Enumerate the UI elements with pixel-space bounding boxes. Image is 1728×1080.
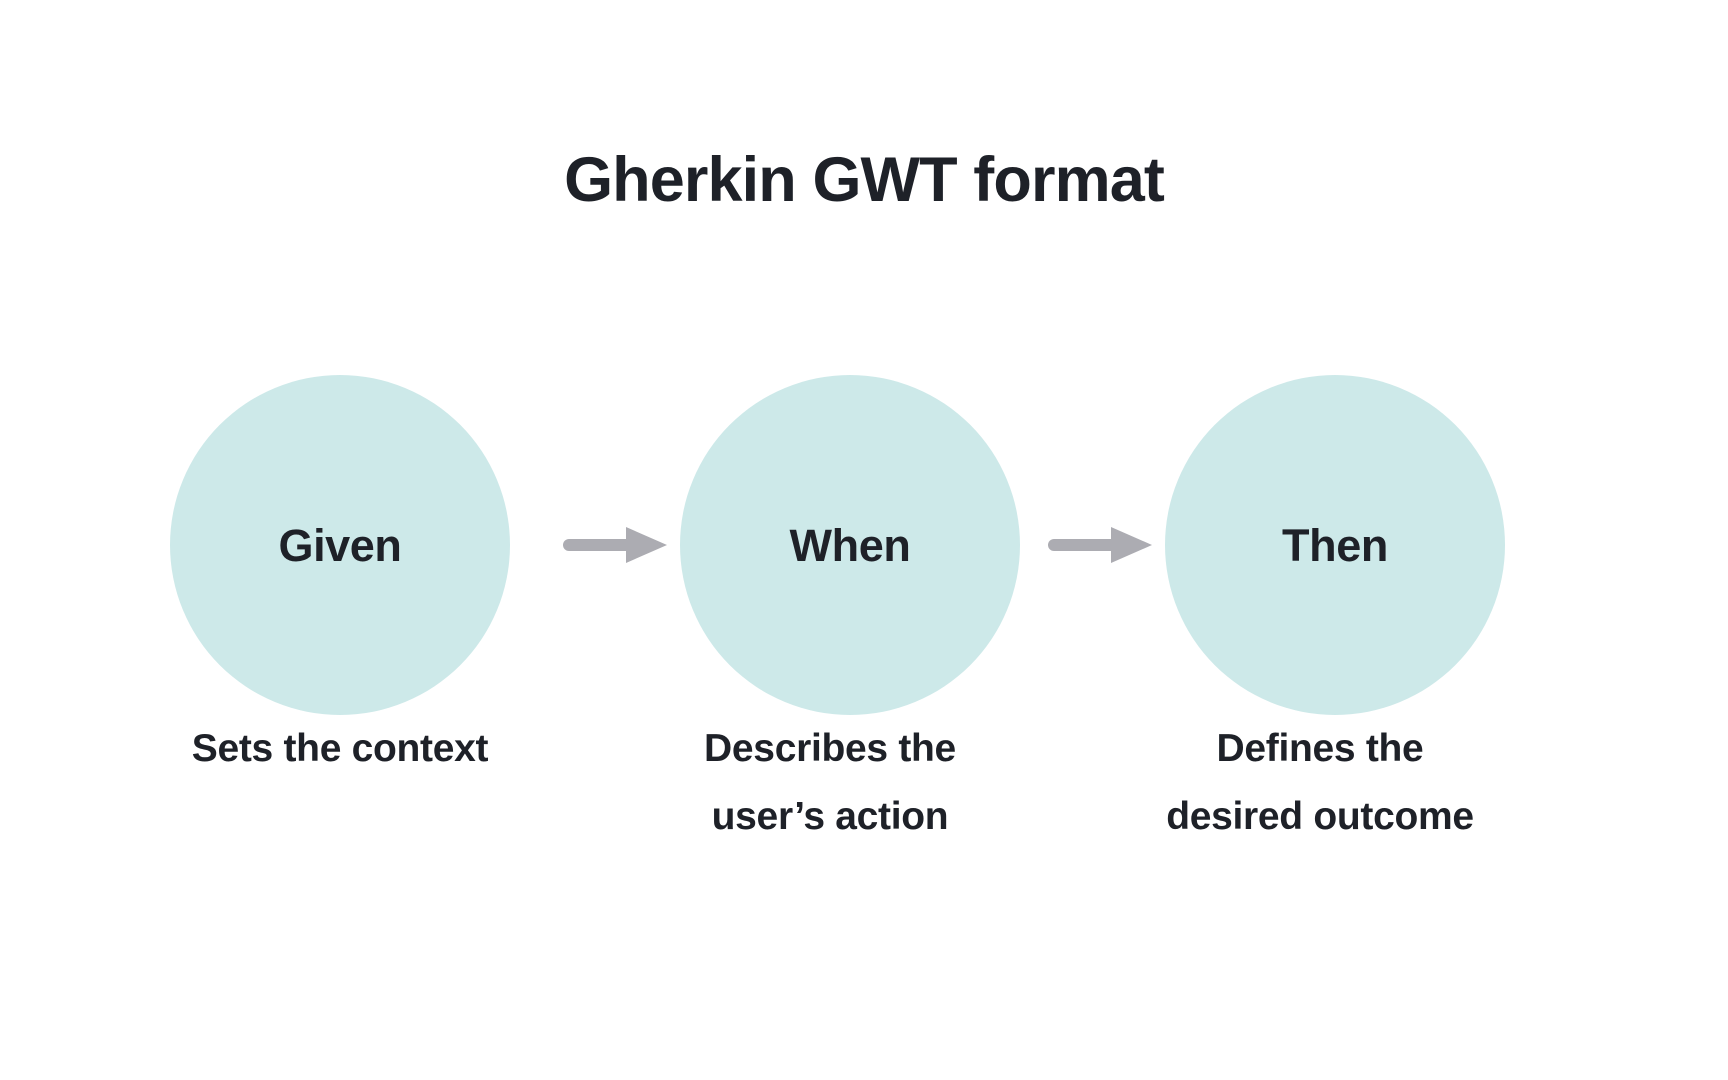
flow-caption-line: desired outcome	[1166, 795, 1474, 838]
arrow-right-icon-when-to-then	[1048, 527, 1152, 563]
flow-node-label-when: When	[789, 519, 911, 571]
flow-captions-row: Sets the context Describes the user’s ac…	[0, 715, 1728, 915]
flow-caption-when: Describes the user’s action	[620, 715, 1040, 851]
page-title: Gherkin GWT format	[564, 145, 1165, 215]
flow-node-then[interactable]: Then	[1165, 375, 1505, 715]
flow-node-circle-given: Given	[170, 375, 510, 715]
gwt-flow-row: Given When Then	[0, 375, 1728, 715]
flow-node-label-given: Given	[278, 519, 402, 571]
flow-node-circle-when: When	[680, 375, 1020, 715]
flow-node-given[interactable]: Given	[170, 375, 510, 715]
flow-caption-line: user’s action	[711, 795, 949, 838]
flow-node-when[interactable]: When	[680, 375, 1020, 715]
flow-caption-line: Defines the	[1216, 727, 1424, 770]
flow-node-label-then: Then	[1282, 519, 1388, 571]
flow-caption-line: Sets the context	[191, 727, 489, 770]
flow-caption-line: Describes the	[704, 727, 956, 770]
flow-caption-then: Defines the desired outcome	[1110, 715, 1530, 851]
flow-node-circle-then: Then	[1165, 375, 1505, 715]
arrow-right-icon-given-to-when	[563, 527, 667, 563]
flow-caption-given: Sets the context	[130, 715, 550, 783]
